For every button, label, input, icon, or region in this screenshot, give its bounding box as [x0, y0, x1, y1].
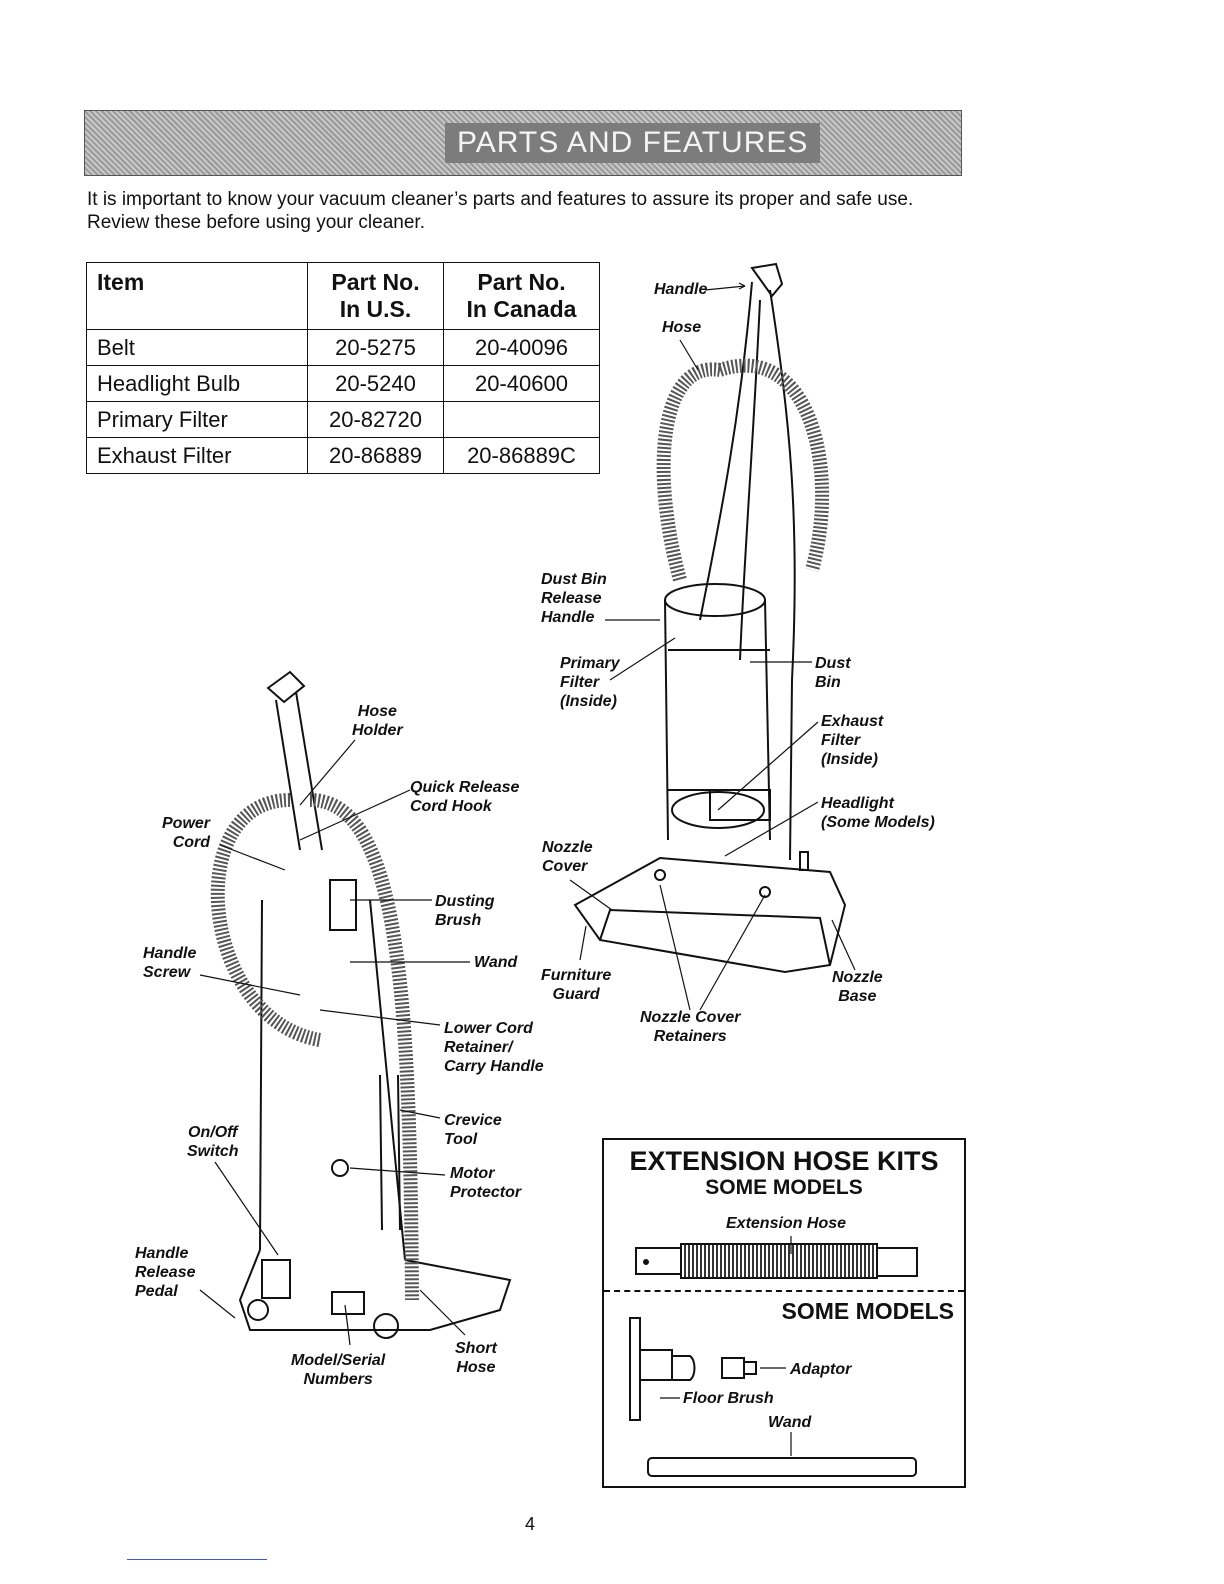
header-item: Item	[86, 262, 308, 330]
label-handle-screw: Handle Screw	[143, 945, 197, 981]
section-banner: PARTS AND FEATURES	[84, 110, 962, 176]
label-primary-filter: Primary Filter (Inside)	[560, 655, 620, 710]
label-motor-protector: Motor Protector	[450, 1165, 522, 1201]
extension-hose-kits-box: EXTENSION HOSE KITS SOME MODELS SOME MOD…	[602, 1138, 966, 1488]
page-number: 4	[524, 1514, 535, 1534]
cell-item: Belt	[86, 329, 308, 366]
label-dusting-brush: Dusting Brush	[435, 893, 495, 929]
cell-part-canada	[443, 401, 600, 438]
label-headlight: Headlight (Some Models)	[821, 795, 935, 831]
label-dust-bin-release-handle: Dust Bin Release Handle	[541, 571, 607, 626]
label-power-cord: Power Cord	[162, 815, 211, 851]
footer-rule	[127, 1559, 267, 1560]
label-hose: Hose	[662, 319, 702, 336]
table-header-row: Item Part No. In U.S. Part No. In Canada	[86, 262, 600, 330]
table-row: Belt 20-5275 20-40096	[86, 329, 600, 366]
label-furniture-guard: Furniture Guard	[541, 967, 612, 1003]
header-part-canada: Part No. In Canada	[443, 262, 600, 330]
label-extension-hose: Extension Hose	[726, 1215, 847, 1232]
kits-subtitle: SOME MODELS	[705, 1176, 863, 1199]
cell-item: Exhaust Filter	[86, 437, 308, 474]
label-crevice-tool: Crevice Tool	[444, 1112, 502, 1148]
cell-part-canada: 20-40600	[443, 365, 600, 402]
label-quick-release-cord-hook: Quick Release Cord Hook	[410, 779, 520, 815]
adaptor-graphic	[721, 1357, 786, 1379]
label-wand: Wand	[474, 954, 518, 971]
label-floor-brush: Floor Brush	[683, 1390, 774, 1407]
cell-part-us: 20-5240	[307, 365, 444, 402]
back-view-vacuum	[573, 262, 847, 974]
label-nozzle-cover: Nozzle Cover	[542, 839, 593, 875]
kits-title: EXTENSION HOSE KITS	[629, 1146, 939, 1176]
kits-subtitle-2: SOME MODELS	[781, 1298, 954, 1324]
label-short-hose: Short Hose	[455, 1340, 497, 1376]
cell-part-us: 20-86889	[307, 437, 444, 474]
label-adaptor: Adaptor	[790, 1361, 852, 1378]
cell-item: Headlight Bulb	[86, 365, 308, 402]
parts-table: Item Part No. In U.S. Part No. In Canada…	[86, 262, 600, 474]
label-exhaust-filter: Exhaust Filter (Inside)	[821, 713, 884, 768]
label-on-off-switch: On/Off Switch	[187, 1124, 239, 1160]
label-kit-wand: Wand	[768, 1414, 812, 1431]
cell-part-canada: 20-40096	[443, 329, 600, 366]
extension-hose-graphic	[635, 1236, 918, 1279]
cell-part-canada: 20-86889C	[443, 437, 600, 474]
label-model-serial-numbers: Model/Serial Numbers	[291, 1352, 386, 1388]
cell-part-us: 20-5275	[307, 329, 444, 366]
label-nozzle-base: Nozzle Base	[832, 969, 883, 1005]
label-nozzle-cover-retainers: Nozzle Cover Retainers	[640, 1009, 741, 1045]
cell-item: Primary Filter	[86, 401, 308, 438]
section-title: PARTS AND FEATURES	[445, 123, 821, 163]
intro-paragraph: It is important to know your vacuum clea…	[87, 189, 914, 233]
floor-brush-graphic	[629, 1317, 696, 1421]
wand-graphic	[647, 1432, 917, 1477]
kits-divider	[604, 1290, 964, 1292]
label-handle-release-pedal: Handle Release Pedal	[135, 1245, 196, 1300]
label-hose-holder: Hose Holder	[352, 703, 403, 739]
table-row: Exhaust Filter 20-86889 20-86889C	[86, 437, 600, 474]
table-row: Headlight Bulb 20-5240 20-40600	[86, 365, 600, 402]
label-dust-bin: Dust Bin	[815, 655, 851, 691]
front-view-vacuum	[210, 670, 512, 1339]
label-handle: Handle	[654, 281, 708, 298]
label-lower-cord-retainer: Lower Cord Retainer/ Carry Handle	[444, 1020, 544, 1075]
